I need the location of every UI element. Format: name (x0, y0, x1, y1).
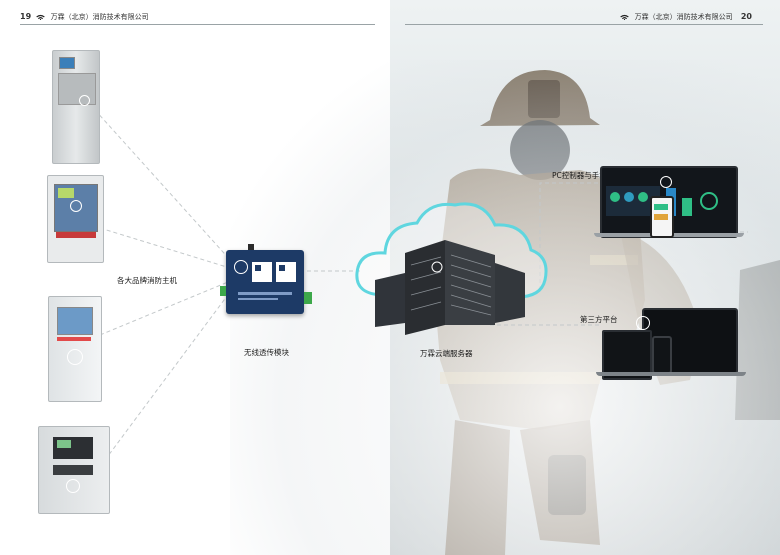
wifi-logo-icon (36, 14, 46, 20)
label-wireless-module: 无线透传模块 (244, 348, 289, 357)
third-party-base (596, 372, 746, 376)
page-number-left: 19 (20, 12, 32, 21)
page-number-right: 20 (740, 12, 752, 21)
fire-host-panel-red (47, 175, 104, 263)
fire-host-white-cabinet (48, 296, 102, 402)
company-name-left: 万霖（北京）消防技术有限公司 (50, 13, 149, 21)
wireless-module (220, 244, 312, 314)
company-name-right: 万霖（北京）消防技术有限公司 (634, 13, 733, 21)
label-fire-hosts: 各大品牌消防主机 (117, 276, 177, 285)
header-rule-left (20, 24, 375, 25)
wifi-logo-icon (620, 14, 630, 20)
cloud-server (355, 202, 548, 335)
header-rule-right (405, 24, 763, 25)
header-right: 万霖（北京）消防技术有限公司 20 (617, 12, 752, 22)
third-party-phone (652, 336, 672, 374)
label-third-party: 第三方平台 (580, 315, 618, 324)
third-party-laptop (602, 330, 652, 380)
fire-host-grey-box (38, 426, 110, 514)
mobile-phone-client (650, 196, 674, 238)
label-cloud-server: 万霖云端服务器 (420, 349, 473, 358)
fire-host-cabinet (52, 50, 100, 164)
header-left: 19 万霖（北京）消防技术有限公司 (20, 12, 149, 22)
label-pc-mobile-client: PC控制器与手机客户端 (552, 171, 630, 180)
